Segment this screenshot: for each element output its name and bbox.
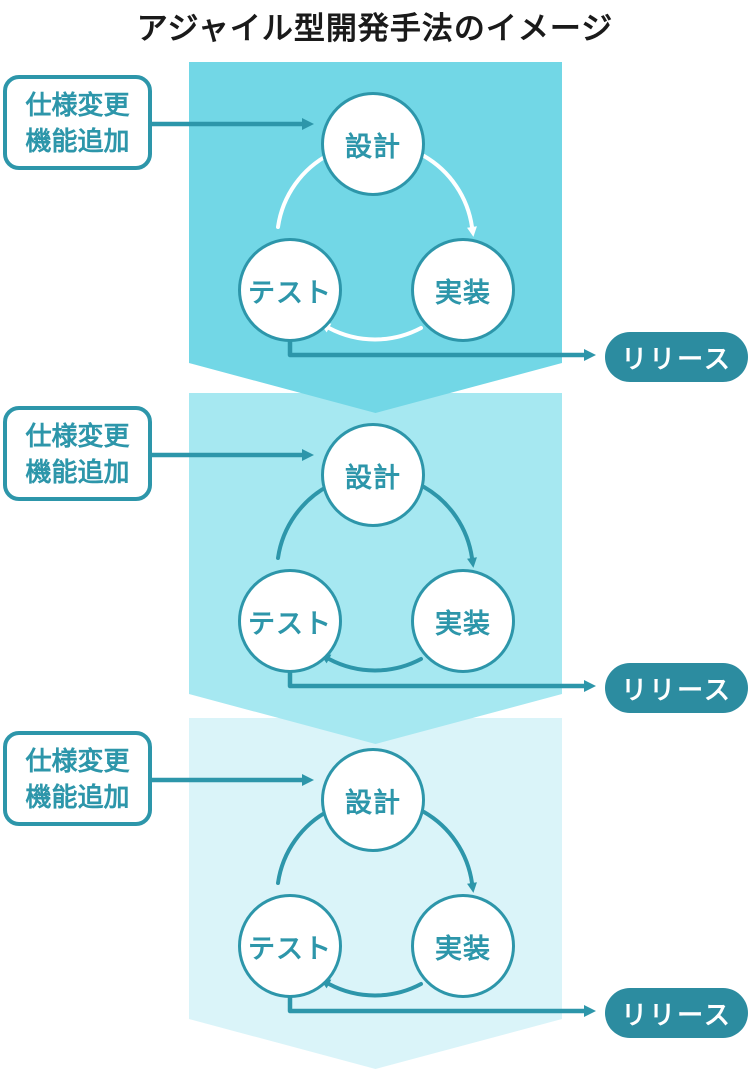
node-implement: 実装 xyxy=(411,569,515,673)
cycle-section-1: 仕様変更 機能追加 設計 テスト 実装 リリース xyxy=(0,62,750,414)
input-label-line1: 仕様変更 xyxy=(25,420,130,451)
release-pill: リリース xyxy=(605,988,748,1038)
node-design: 設計 xyxy=(321,748,425,852)
cycle-1-down-arrow-shape xyxy=(189,363,562,413)
release-pill-label: リリース xyxy=(621,343,732,374)
node-test-label: テスト xyxy=(248,608,332,639)
cycle-2-down-arrow-shape xyxy=(189,694,562,744)
page-title: アジャイル型開発手法のイメージ xyxy=(136,11,614,46)
node-design: 設計 xyxy=(321,92,425,196)
input-label-box: 仕様変更 機能追加 xyxy=(3,731,152,826)
node-implement-label: 実装 xyxy=(435,608,491,639)
release-pill: リリース xyxy=(605,332,748,382)
input-label-line2: 機能追加 xyxy=(25,125,130,156)
input-label-line1: 仕様変更 xyxy=(25,745,130,776)
node-test: テスト xyxy=(238,569,342,673)
input-label-line2: 機能追加 xyxy=(25,781,130,812)
input-label-line2: 機能追加 xyxy=(25,456,130,487)
node-design-label: 設計 xyxy=(345,462,401,493)
input-label-line1: 仕様変更 xyxy=(25,89,130,120)
node-test: テスト xyxy=(238,238,342,342)
node-implement-label: 実装 xyxy=(435,933,491,964)
node-design: 設計 xyxy=(321,423,425,527)
input-label-box: 仕様変更 機能追加 xyxy=(3,75,152,170)
node-test-label: テスト xyxy=(248,933,332,964)
input-label-box: 仕様変更 機能追加 xyxy=(3,406,152,501)
node-implement: 実装 xyxy=(411,894,515,998)
release-pill: リリース xyxy=(605,663,748,713)
cycle-3-down-arrow-shape xyxy=(189,1019,562,1069)
node-test: テスト xyxy=(238,894,342,998)
node-design-label: 設計 xyxy=(345,131,401,162)
release-pill-label: リリース xyxy=(621,674,732,705)
node-implement: 実装 xyxy=(411,238,515,342)
node-design-label: 設計 xyxy=(345,787,401,818)
release-pill-label: リリース xyxy=(621,999,732,1030)
node-test-label: テスト xyxy=(248,277,332,308)
cycle-section-2: 仕様変更 機能追加 設計 テスト 実装 リリース xyxy=(0,393,750,745)
node-implement-label: 実装 xyxy=(435,277,491,308)
cycle-section-3: 仕様変更 機能追加 設計 テスト 実装 リリース xyxy=(0,718,750,1070)
